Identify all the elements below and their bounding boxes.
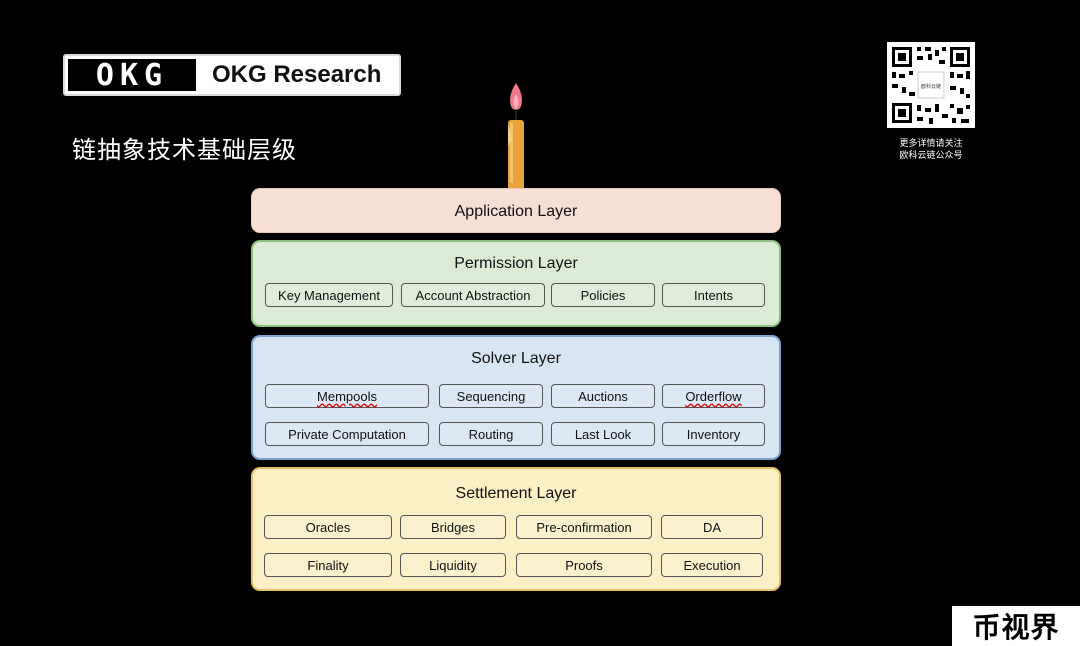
okg-logo-text: OKG Research bbox=[212, 61, 382, 88]
chip-pre-confirmation: Pre-confirmation bbox=[516, 515, 652, 539]
chip-orderflow: Orderflow bbox=[662, 384, 765, 408]
chip-intents: Intents bbox=[662, 283, 765, 307]
chip-liquidity: Liquidity bbox=[400, 553, 506, 577]
chip-account-abstraction: Account Abstraction bbox=[401, 283, 545, 307]
qr-caption: 更多详情请关注 欧科云链公众号 bbox=[868, 138, 994, 162]
chip-key-management: Key Management bbox=[265, 283, 393, 307]
chip-sequencing: Sequencing bbox=[439, 384, 543, 408]
chip-private-computation: Private Computation bbox=[265, 422, 429, 446]
watermark: 币视界 bbox=[952, 606, 1080, 646]
chip-da: DA bbox=[661, 515, 763, 539]
chip-mempools-label: Mempools bbox=[317, 388, 377, 404]
candle-icon bbox=[500, 80, 532, 190]
qr-center-label: 欧科云链 bbox=[921, 83, 941, 90]
application-layer: Application Layer bbox=[251, 188, 781, 233]
qr-caption-line1: 更多详情请关注 bbox=[899, 139, 963, 149]
chip-bridges: Bridges bbox=[400, 515, 506, 539]
chip-mempools: Mempools bbox=[265, 384, 429, 408]
okg-logo-mark: OKG bbox=[68, 58, 196, 93]
page-title: 链抽象技术基础层级 bbox=[72, 136, 297, 164]
chip-last-look: Last Look bbox=[551, 422, 655, 446]
qr-code: 欧科云链 bbox=[887, 42, 975, 128]
qr-caption-line2: 欧科云链公众号 bbox=[899, 151, 963, 161]
chip-auctions: Auctions bbox=[551, 384, 655, 408]
chip-finality: Finality bbox=[264, 553, 392, 577]
solver-layer-title: Solver Layer bbox=[471, 350, 561, 367]
chip-inventory: Inventory bbox=[662, 422, 765, 446]
permission-layer: Permission Layer Key Management Account … bbox=[251, 240, 781, 327]
chip-policies: Policies bbox=[551, 283, 655, 307]
permission-layer-title: Permission Layer bbox=[454, 255, 578, 272]
settlement-layer-title: Settlement Layer bbox=[455, 485, 577, 502]
chip-execution: Execution bbox=[661, 553, 763, 577]
okg-logo: OKG OKG Research bbox=[63, 54, 401, 96]
application-layer-title: Application Layer bbox=[454, 203, 578, 220]
chip-routing: Routing bbox=[439, 422, 543, 446]
chip-oracles: Oracles bbox=[264, 515, 392, 539]
chip-orderflow-label: Orderflow bbox=[685, 388, 742, 404]
settlement-layer: Settlement Layer Oracles Bridges Pre-con… bbox=[251, 467, 781, 591]
solver-layer: Solver Layer Mempools Sequencing Auction… bbox=[251, 335, 781, 460]
chip-proofs: Proofs bbox=[516, 553, 652, 577]
